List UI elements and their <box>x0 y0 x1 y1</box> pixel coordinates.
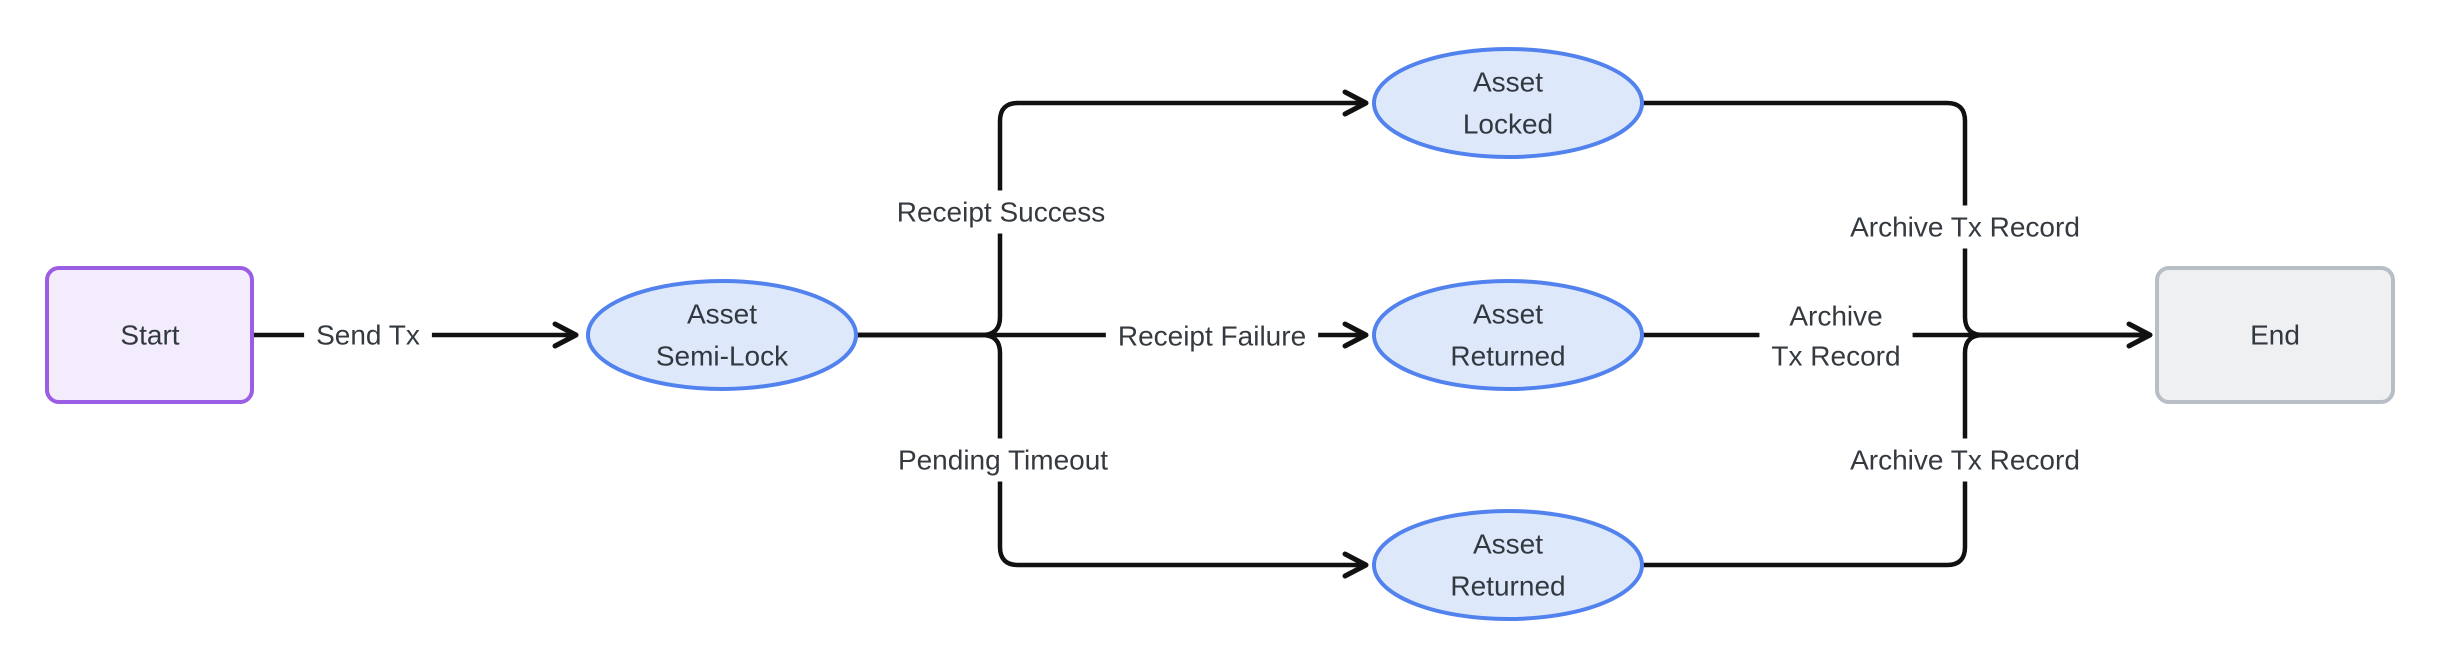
label-background <box>884 190 1118 234</box>
asset-locked-ellipse <box>1372 47 1644 159</box>
node-label: End <box>2250 320 2300 351</box>
edge-label-text: Pending Timeout <box>898 445 1108 476</box>
edge-label-pending-timeout: Pending Timeout <box>885 438 1121 482</box>
edge-label-text: Receipt Failure <box>1118 321 1306 352</box>
node-label: Returned <box>1450 571 1565 602</box>
edge-label-archive-bottom: Archive Tx Record <box>1838 438 2092 482</box>
label-background <box>1105 314 1319 358</box>
node-asset-returned-receipt: Asset Returned <box>1372 279 1644 391</box>
edge-label-text: Archive Tx Record <box>1850 212 2080 243</box>
node-label: Semi-Lock <box>656 341 789 372</box>
node-asset-semi-lock: Asset Semi-Lock <box>586 279 858 391</box>
edge-label-receipt-failure: Receipt Failure <box>1105 314 1319 358</box>
asset-returned-ellipse <box>1372 279 1644 391</box>
edge-label-text: Archive Tx Record <box>1850 445 2080 476</box>
label-background <box>885 438 1121 482</box>
label-background <box>304 313 432 357</box>
node-label: Asset <box>687 299 757 330</box>
edge-label-text: Receipt Success <box>897 197 1106 228</box>
end-box <box>2155 266 2395 404</box>
label-background <box>1838 438 2092 482</box>
asset-semi-lock-ellipse <box>586 279 858 391</box>
node-asset-locked: Asset Locked <box>1372 47 1644 159</box>
edge-label-receipt-success: Receipt Success <box>884 190 1118 234</box>
node-start: Start <box>45 266 254 404</box>
node-label: Asset <box>1473 67 1543 98</box>
edge-label-text: Send Tx <box>316 320 420 351</box>
node-asset-returned-timeout: Asset Returned <box>1372 509 1644 621</box>
node-label: Start <box>120 320 179 351</box>
edge-label-archive-top: Archive Tx Record <box>1838 205 2092 249</box>
edge-label-text: Archive <box>1789 301 1882 332</box>
edge-label-archive-mid: Archive Tx Record <box>1759 294 1913 378</box>
node-label: Asset <box>1473 299 1543 330</box>
label-background <box>1759 294 1913 378</box>
node-label: Returned <box>1450 341 1565 372</box>
node-label: Locked <box>1463 109 1553 140</box>
edge-label-text: Tx Record <box>1771 341 1900 372</box>
node-end: End <box>2155 266 2395 404</box>
asset-returned-ellipse <box>1372 509 1644 621</box>
start-box <box>45 266 254 404</box>
node-label: Asset <box>1473 529 1543 560</box>
edge-label-send-tx: Send Tx <box>304 313 432 357</box>
label-background <box>1838 205 2092 249</box>
